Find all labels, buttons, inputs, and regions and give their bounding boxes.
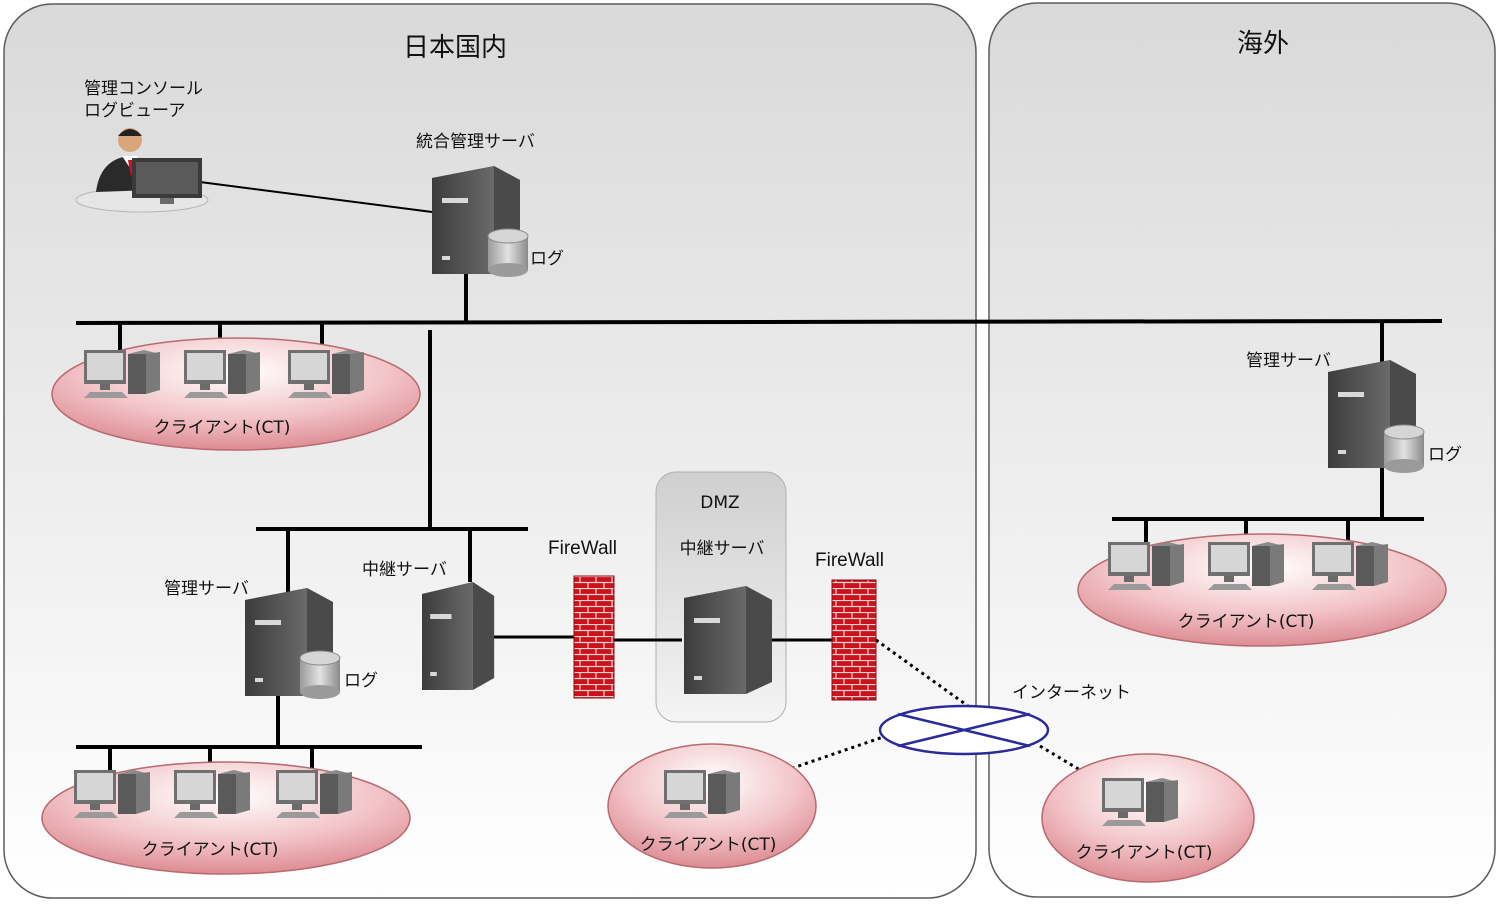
internet-label: インターネット xyxy=(1012,683,1131,703)
overseas-mgmt-label: 管理サーバ xyxy=(1246,351,1331,371)
client-group-label: クライアント(CT) xyxy=(1178,612,1315,632)
client-group-label: クライアント(CT) xyxy=(1076,843,1213,863)
relay-server-label: 中継サーバ xyxy=(362,560,447,580)
overseas-log-icon xyxy=(1383,424,1425,474)
domestic-region-title: 日本国内 xyxy=(403,33,507,63)
overseas-region xyxy=(988,2,1496,898)
integrated-server-label: 統合管理サーバ xyxy=(416,132,535,152)
client-group-label: クライアント(CT) xyxy=(154,418,291,438)
firewall-right-icon xyxy=(831,579,877,701)
mgmt-log-icon xyxy=(299,650,341,700)
dmz-relay-label: 中継サーバ xyxy=(680,539,765,559)
overseas-region-title: 海外 xyxy=(1237,29,1289,59)
console-link xyxy=(199,181,433,213)
integrated-log-label: ログ xyxy=(530,249,564,269)
dmz-title: DMZ xyxy=(700,493,739,513)
log-viewer-label: ログビューア xyxy=(84,101,185,121)
firewall-right-label: FireWall xyxy=(815,550,884,571)
console-label: 管理コンソール xyxy=(84,79,203,99)
integrated-log-icon xyxy=(487,228,529,278)
firewall-left-icon xyxy=(573,575,615,699)
overseas-log-label: ログ xyxy=(1428,445,1462,465)
client-group-label: クライアント(CT) xyxy=(640,835,777,855)
mgmt-log-label: ログ xyxy=(344,671,378,691)
dmz-relay-server-icon xyxy=(684,586,772,694)
relay-server-icon xyxy=(422,582,495,690)
admin-console xyxy=(75,128,209,213)
client-group-label: クライアント(CT) xyxy=(142,840,279,860)
mgmt-server-label: 管理サーバ xyxy=(164,579,249,599)
firewall-left-label: FireWall xyxy=(548,538,617,559)
internet-icon xyxy=(878,704,1050,756)
